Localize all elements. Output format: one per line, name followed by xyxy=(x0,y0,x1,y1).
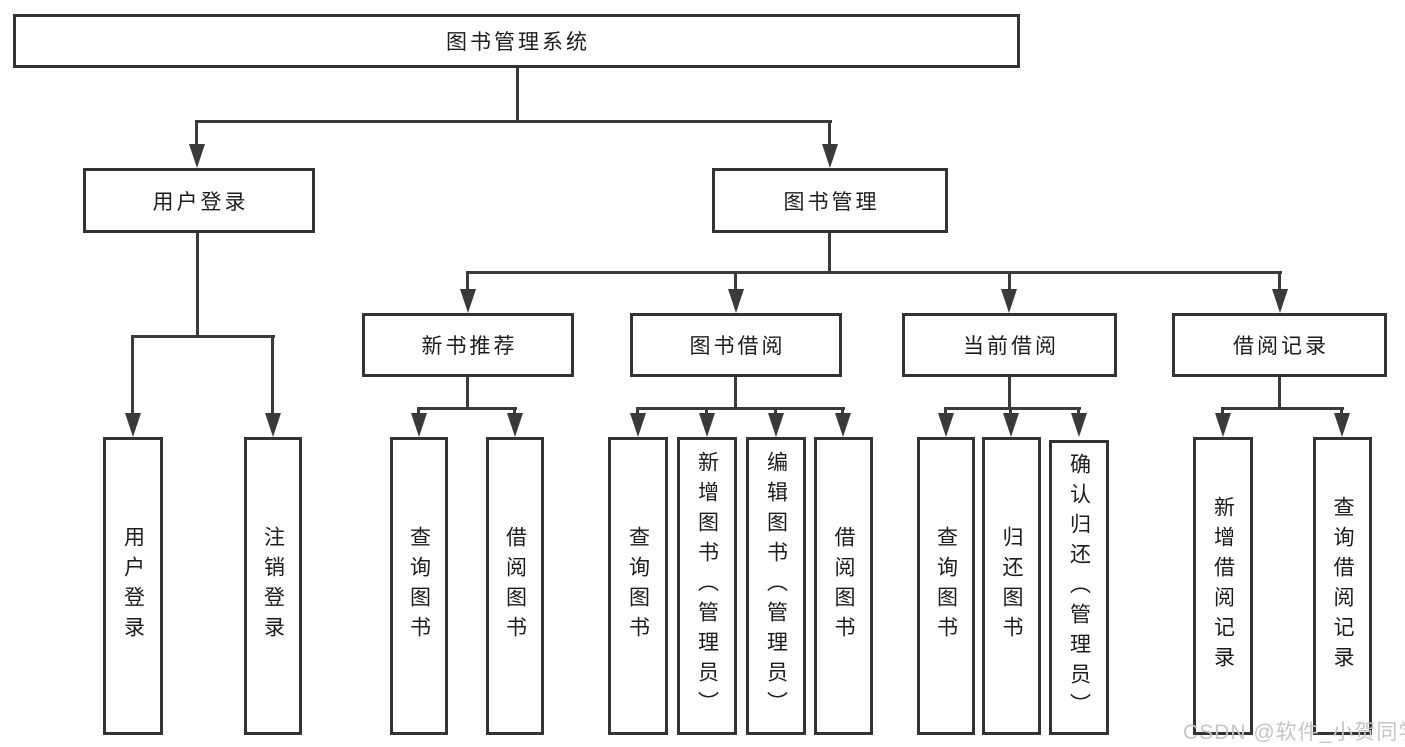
edge-drop-current-borrow xyxy=(1008,271,1011,291)
node-label: 图书借阅 xyxy=(689,335,786,358)
edge-root-stem xyxy=(516,68,519,121)
node-label: 确认归还（管理员） xyxy=(1067,452,1091,723)
node-borrowing-records: 借阅记录 xyxy=(1172,313,1387,377)
node-label: 查询借阅记录 xyxy=(1331,496,1354,676)
node-label: 编辑图书（管理员） xyxy=(764,451,788,721)
node-leaf-cb-query-books: 查询图书 xyxy=(917,437,975,735)
node-label: 查询图书 xyxy=(626,526,650,646)
node-leaf-user-login: 用户登录 xyxy=(103,437,163,735)
edge-drop-new-book-rec xyxy=(466,271,469,291)
node-leaf-bb-query-books: 查询图书 xyxy=(608,437,668,735)
edge-drop-br-query xyxy=(1340,407,1343,415)
edge-drop-book-borrow xyxy=(734,271,737,291)
node-label: 注销登录 xyxy=(261,526,285,646)
node-leaf-br-add-record: 新增借阅记录 xyxy=(1193,437,1253,735)
arrowhead-bb-add xyxy=(699,413,715,437)
edge-drop-book-management xyxy=(828,120,831,147)
arrowhead-nb-borrow xyxy=(507,413,523,437)
node-leaf-br-query-record: 查询借阅记录 xyxy=(1313,437,1372,735)
node-label: 当前借阅 xyxy=(963,335,1059,358)
edge-drop-borrow-record xyxy=(1278,271,1281,291)
node-label: 查询图书 xyxy=(407,526,431,646)
edge-drop-bb-query xyxy=(636,407,639,415)
node-label: 图书管理系统 xyxy=(446,31,590,54)
node-label: 新增借阅记录 xyxy=(1211,496,1235,676)
edge-current-borrow-stem xyxy=(1008,377,1011,410)
edge-new-book-rec-stem xyxy=(466,377,469,410)
node-book-management: 图书管理 xyxy=(712,168,948,233)
node-label: 借阅图书 xyxy=(503,526,527,646)
node-current-borrowing: 当前借阅 xyxy=(902,313,1117,377)
node-leaf-bb-add-books-admin: 新增图书（管理员） xyxy=(677,437,737,735)
csdn-watermark: CSDN @软件_小贺同学 xyxy=(1183,721,1405,744)
edge-drop-bb-add xyxy=(705,407,708,415)
arrowhead-new-book-rec xyxy=(460,289,476,313)
edge-borrow-record-stem xyxy=(1278,377,1281,410)
arrowhead-current-borrow xyxy=(1001,289,1017,313)
node-label: 新书推荐 xyxy=(421,335,518,358)
edge-drop-br-add xyxy=(1221,407,1224,415)
node-label: 查询图书 xyxy=(934,526,958,646)
node-leaf-bb-edit-books-admin: 编辑图书（管理员） xyxy=(746,437,806,735)
node-leaf-newbook-borrow-books: 借阅图书 xyxy=(486,437,544,735)
node-user-login-group: 用户登录 xyxy=(83,168,315,233)
edge-drop-bb-edit xyxy=(774,407,777,415)
edge-drop-nb-borrow xyxy=(513,407,516,415)
edge-drop-user-login-group xyxy=(195,120,198,147)
edge-drop-leaf-logout xyxy=(271,335,274,415)
edge-root-bus xyxy=(197,120,832,123)
arrowhead-bb-query xyxy=(630,413,646,437)
node-leaf-cb-return-books: 归还图书 xyxy=(982,437,1041,735)
node-label: 归还图书 xyxy=(1000,526,1023,646)
edge-user-login-bus xyxy=(133,335,275,338)
edge-drop-bb-borrow xyxy=(841,407,844,415)
edge-book-borrow-stem xyxy=(734,377,737,410)
node-leaf-cb-confirm-return-admin: 确认归还（管理员） xyxy=(1049,440,1109,735)
edge-book-management-stem xyxy=(828,233,831,274)
node-label: 用户登录 xyxy=(121,526,145,646)
arrowhead-leaf-logout xyxy=(265,413,281,437)
edge-book-borrow-bus xyxy=(638,407,845,410)
arrowhead-book-management xyxy=(822,144,838,168)
arrowhead-book-borrow xyxy=(728,289,744,313)
node-new-book-recommendation: 新书推荐 xyxy=(362,313,574,377)
node-library-management-system: 图书管理系统 xyxy=(13,14,1020,68)
edge-book-management-bus xyxy=(468,271,1282,274)
arrowhead-cb-confirm xyxy=(1071,413,1087,437)
arrowhead-bb-edit xyxy=(768,413,784,437)
node-book-borrowing: 图书借阅 xyxy=(630,313,842,377)
arrowhead-borrow-record xyxy=(1272,289,1288,313)
node-leaf-logout: 注销登录 xyxy=(244,437,302,735)
node-label: 图书管理 xyxy=(783,190,880,214)
edge-borrow-record-bus xyxy=(1223,407,1344,410)
edge-new-book-rec-bus xyxy=(419,407,517,410)
node-label: 借阅记录 xyxy=(1233,335,1329,358)
edge-drop-cb-confirm xyxy=(1077,407,1080,415)
edge-user-login-stem xyxy=(196,233,199,337)
node-leaf-bb-borrow-books: 借阅图书 xyxy=(814,437,873,735)
edge-drop-nb-query xyxy=(417,407,420,415)
arrowhead-cb-query xyxy=(938,413,954,437)
arrowhead-leaf-user-login xyxy=(125,413,141,437)
arrowhead-br-add xyxy=(1215,413,1231,437)
edge-drop-cb-return xyxy=(1009,407,1012,415)
node-label: 用户登录 xyxy=(152,190,249,214)
node-label: 借阅图书 xyxy=(832,526,855,646)
arrowhead-nb-query xyxy=(411,413,427,437)
node-leaf-newbook-query-books: 查询图书 xyxy=(390,437,448,735)
arrowhead-br-query xyxy=(1334,413,1350,437)
arrowhead-user-login-group xyxy=(189,144,205,168)
edge-current-borrow-bus xyxy=(946,407,1081,410)
edge-drop-leaf-user-login xyxy=(131,335,134,415)
arrowhead-bb-borrow xyxy=(835,413,851,437)
edge-drop-cb-query xyxy=(944,407,947,415)
node-label: 新增图书（管理员） xyxy=(695,451,719,721)
arrowhead-cb-return xyxy=(1003,413,1019,437)
